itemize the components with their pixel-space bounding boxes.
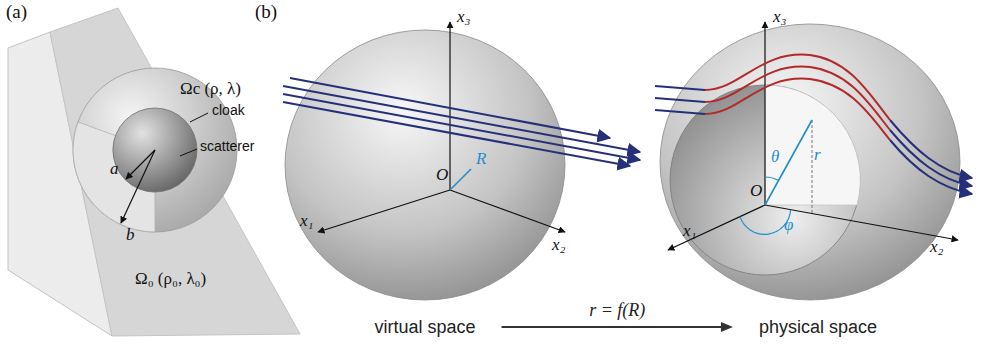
origin-label: O [436,166,448,185]
physical-hemisphere [660,24,960,300]
angle-arc [765,177,779,181]
coordinate-label: r [814,146,821,165]
axis-line [765,205,958,240]
ray [890,140,972,194]
panel-label: (b) [255,2,277,23]
radius-label: b [126,226,135,245]
ray [290,78,610,138]
space-caption: physical space [733,315,903,340]
space-caption: virtual space [348,315,501,340]
arrow-shaft [502,326,724,328]
axis-label: x₂ [930,238,943,257]
ray [655,98,705,102]
virtual-hemisphere [285,30,565,300]
axis-label: x₃ [773,8,786,27]
panel-label: (a) [6,2,27,23]
ray-cloak-part [705,67,890,130]
axis-line [668,205,765,250]
ray-cloak-part [705,79,890,140]
projection-line [812,120,813,213]
radius-a-line [126,150,155,179]
ray [283,102,630,166]
axis-label: x₂ [552,236,565,255]
angle-arc [740,210,791,235]
radius-line [450,169,471,190]
radius-b-line [121,150,155,223]
axis-label: x₁ [683,222,696,241]
radius-label: a [110,160,119,179]
ray [283,94,640,160]
radius-line [765,120,812,205]
ray [655,110,705,114]
cut-octant [765,85,860,205]
axis-label: x₃ [457,8,470,27]
ray-group [655,55,972,194]
coordinate-label: φ [784,216,793,235]
coordinate-label: θ [771,148,779,167]
ray-cloak-part [705,55,890,120]
coordinate-label: R [476,150,486,169]
origin-label: O [750,182,762,201]
caption-text: physical space [759,317,877,338]
axis-line [449,22,450,190]
ray [655,86,705,90]
arrow-head [721,322,733,332]
region-label: Ω₀ (ρ₀, λ₀) [135,270,206,289]
caption-text: virtual space [374,317,475,338]
edge-label: r = f(R) [586,300,648,321]
leader-line [190,113,208,122]
prism-front-face [50,8,300,336]
axis-label: x₁ [300,212,313,231]
axis-line [318,190,450,232]
mapping-arrow [502,322,733,332]
part-label: scatterer [200,139,254,154]
ray [283,86,640,152]
region-label: Ωc (ρ, λ) [180,80,241,99]
leader-line [180,149,197,156]
axis-line [450,190,565,232]
part-label: cloak [212,103,245,118]
